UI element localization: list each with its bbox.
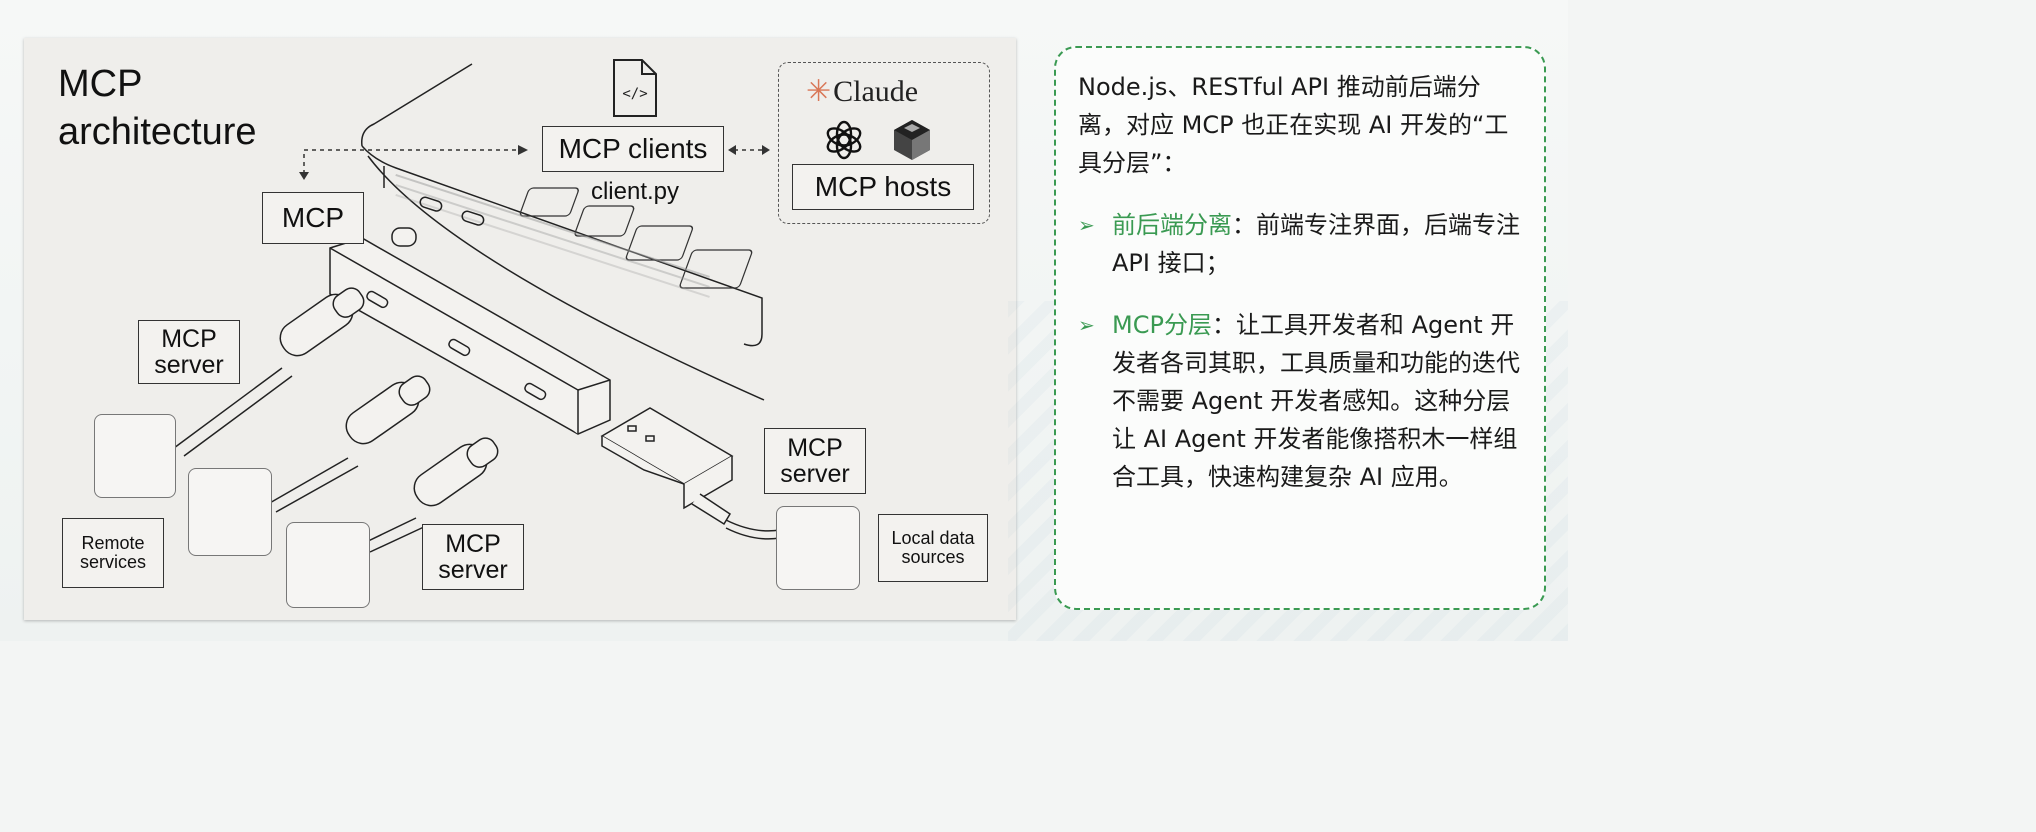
- explanation-panel: Node.js、RESTful API 推动前后端分离，对应 MCP 也正在实现…: [1054, 46, 1546, 610]
- mcp-hosts-group: [778, 62, 990, 224]
- mcp-hosts-label: MCP hosts: [814, 171, 952, 203]
- mcp-server-label-1: MCP server: [154, 324, 224, 379]
- remote-services-label: Remote services: [79, 533, 146, 572]
- mcp-clients-label: MCP clients: [558, 133, 708, 165]
- bullet-arrow-icon: ➢: [1078, 313, 1095, 337]
- usb-c-cables: [173, 287, 499, 553]
- code-glyph: </>: [622, 86, 647, 102]
- mcp-server-box-3: MCP server: [764, 428, 866, 494]
- claude-logo: ✳Claude: [806, 74, 918, 109]
- claude-star-icon: ✳: [806, 75, 832, 108]
- laptop-illustration: [361, 63, 765, 401]
- bullet-arrow-icon: ➢: [1078, 213, 1095, 237]
- local-data-sources-box: Local data sources: [878, 514, 988, 582]
- usb-hub-illustration: [329, 227, 611, 435]
- diagram-title: MCP architecture: [58, 63, 257, 153]
- panel-intro: Node.js、RESTful API 推动前后端分离，对应 MCP 也正在实现…: [1078, 73, 1509, 177]
- bullet-key: MCP分层: [1112, 311, 1212, 339]
- calendar-tile: [286, 522, 370, 608]
- code-file-icon: [613, 59, 657, 117]
- slack-tile: [94, 414, 176, 498]
- gmail-tile: [188, 468, 272, 556]
- client-file-label: client.py: [590, 178, 680, 205]
- mcp-hosts-box: MCP hosts: [792, 164, 974, 210]
- cube-icon: [894, 120, 930, 160]
- bullet-mcp-layering: ➢ MCP分层：让工具开发者和 Agent 开发者各司其职，工具质量和功能的迭代…: [1078, 306, 1524, 496]
- bullet-text: ：前端专注界面，后端专注 API 接口；: [1112, 211, 1520, 277]
- bullet-body: 前后端分离：前端专注界面，后端专注 API 接口；: [1112, 206, 1524, 282]
- mcp-box: MCP: [262, 192, 364, 244]
- bullet-text: ：让工具开发者和 Agent 开发者各司其职，工具质量和功能的迭代不需要 Age…: [1112, 311, 1520, 491]
- mcp-label: MCP: [281, 202, 345, 234]
- mcp-server-box-2: MCP server: [422, 524, 524, 590]
- mcp-server-label-2: MCP server: [438, 529, 508, 584]
- finder-tile: [776, 506, 860, 590]
- mcp-architecture-diagram: </>: [24, 38, 1016, 620]
- usb-plug-illustration: [600, 407, 781, 540]
- mcp-clients-box: MCP clients: [542, 126, 724, 172]
- bullet-body: MCP分层：让工具开发者和 Agent 开发者各司其职，工具质量和功能的迭代不需…: [1112, 306, 1524, 496]
- remote-services-box: Remote services: [62, 518, 164, 588]
- mcp-server-label-3: MCP server: [780, 433, 850, 488]
- openai-icon: [826, 120, 862, 160]
- bullet-key: 前后端分离: [1112, 211, 1232, 239]
- claude-brand: Claude: [833, 75, 919, 108]
- mcp-server-box-1: MCP server: [138, 320, 240, 384]
- local-data-sources-label: Local data sources: [891, 528, 975, 567]
- bullet-frontend-backend: ➢ 前后端分离：前端专注界面，后端专注 API 接口；: [1078, 206, 1524, 282]
